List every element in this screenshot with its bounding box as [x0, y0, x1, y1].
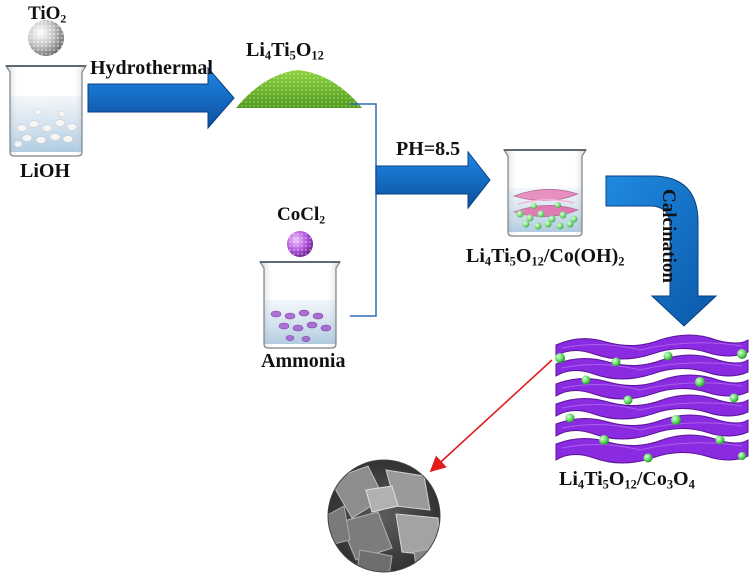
- cocl2-label: CoCl2: [277, 204, 326, 227]
- tio2-sphere-icon: [28, 20, 64, 56]
- lto-co3o4-label: Li4Ti5O12/Co3O4: [559, 468, 695, 492]
- ph-arrow-icon: [375, 150, 491, 210]
- cocl2-sphere-icon: [287, 231, 313, 257]
- lto-label: Li4Ti5O12: [246, 39, 324, 63]
- red-pointer-arrow: [429, 359, 553, 473]
- hydrothermal-arrow-icon: [87, 66, 235, 130]
- calcination-arrow-icon: [605, 175, 718, 327]
- ammonia-label: Ammonia: [261, 350, 346, 372]
- ph-label: PH=8.5: [396, 138, 461, 160]
- sem-micrograph-image: [327, 459, 441, 573]
- beaker-mixture-icon: [502, 149, 588, 237]
- hydrothermal-label: Hydrothermal: [90, 57, 213, 79]
- calcination-label: Calcination: [658, 189, 679, 283]
- lto-co3o4-sheets-icon: [555, 334, 749, 464]
- tio2-label: TiO2: [28, 3, 67, 26]
- merge-bracket-line: [350, 103, 377, 317]
- lto-powder-pile-icon: [236, 70, 362, 108]
- lto-coh-label: Li4Ti5O12/Co(OH)2: [466, 245, 625, 269]
- beaker-lioh-icon: [4, 65, 88, 157]
- lioh-label: LiOH: [20, 160, 71, 182]
- beaker-ammonia-icon: [258, 261, 342, 349]
